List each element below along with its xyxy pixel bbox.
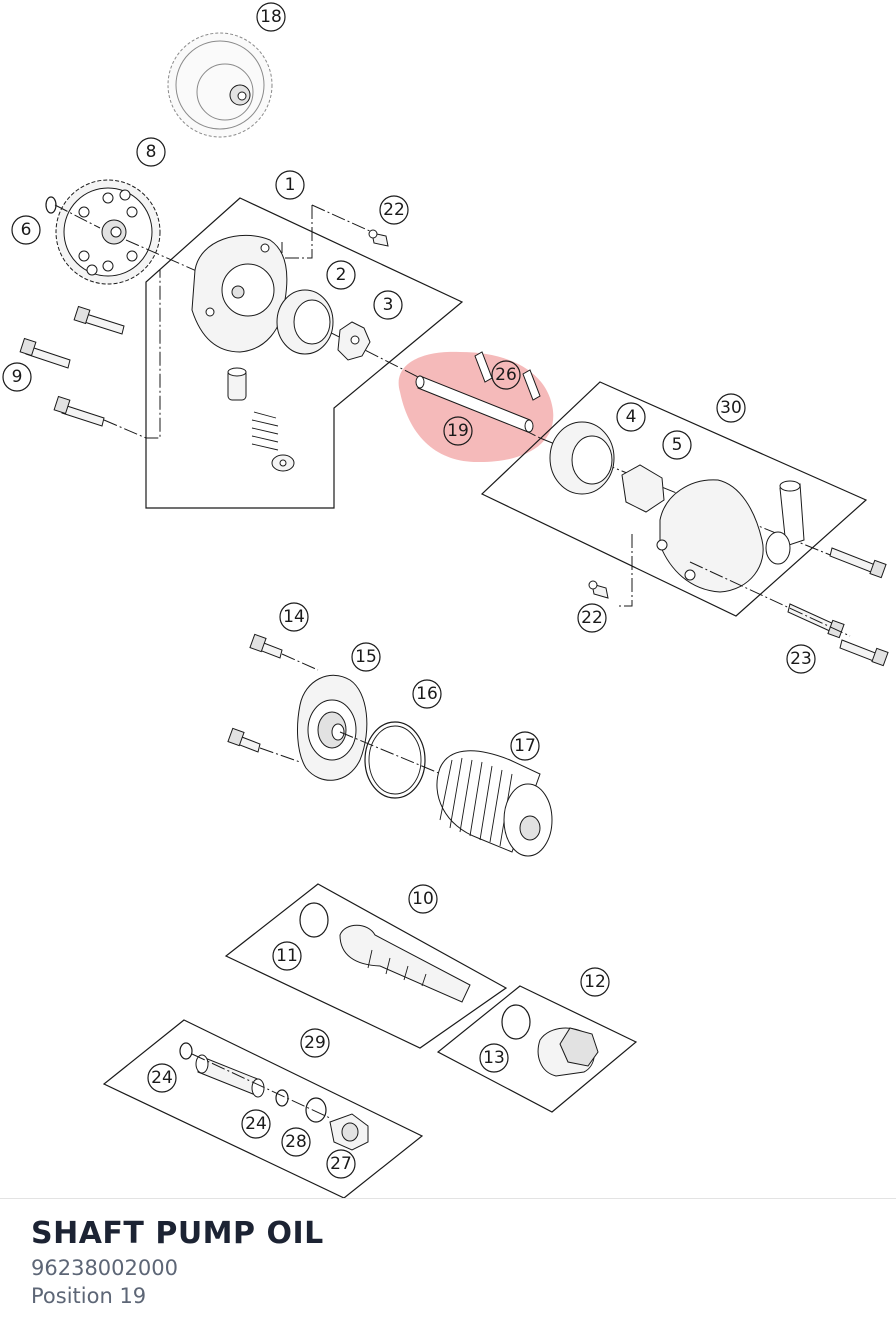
callout-14[interactable]: 14: [279, 602, 309, 632]
part-name: SHAFT PUMP OIL: [31, 1216, 324, 1251]
svg-text:9: 9: [12, 367, 23, 387]
svg-text:29: 29: [304, 1033, 326, 1053]
svg-text:24: 24: [151, 1068, 173, 1088]
svg-text:2: 2: [336, 265, 347, 285]
callout-27[interactable]: 27: [326, 1149, 356, 1179]
callout-12[interactable]: 12: [580, 967, 610, 997]
svg-text:3: 3: [383, 295, 394, 315]
callout-15[interactable]: 15: [351, 642, 381, 672]
svg-text:26: 26: [495, 365, 517, 385]
svg-text:19: 19: [447, 421, 469, 441]
callout-5[interactable]: 5: [662, 430, 692, 460]
gear-18: [167, 32, 273, 138]
svg-text:23: 23: [790, 649, 812, 669]
part-info: SHAFT PUMP OIL 96238002000 Position 19: [31, 1214, 324, 1310]
callout-26[interactable]: 26: [491, 360, 521, 390]
callout-24-right[interactable]: 24: [241, 1109, 271, 1139]
footer-divider: [0, 1198, 896, 1199]
callout-10[interactable]: 10: [408, 884, 438, 914]
svg-text:4: 4: [626, 407, 637, 427]
svg-text:22: 22: [581, 608, 603, 628]
part-number: 96238002000: [31, 1256, 178, 1280]
svg-text:14: 14: [283, 607, 305, 627]
part-position: Position 19: [31, 1284, 147, 1308]
callout-16[interactable]: 16: [412, 679, 442, 709]
svg-text:5: 5: [672, 435, 683, 455]
svg-text:8: 8: [146, 142, 157, 162]
callout-28[interactable]: 28: [281, 1127, 311, 1157]
callout-8[interactable]: 8: [136, 137, 166, 167]
svg-text:15: 15: [355, 647, 377, 667]
svg-text:27: 27: [330, 1154, 352, 1174]
callout-11[interactable]: 11: [272, 941, 302, 971]
svg-text:12: 12: [584, 972, 606, 992]
callout-30[interactable]: 30: [716, 393, 746, 423]
callout-29[interactable]: 29: [300, 1028, 330, 1058]
svg-text:24: 24: [245, 1114, 267, 1134]
svg-text:10: 10: [412, 889, 434, 909]
svg-text:18: 18: [260, 7, 282, 27]
callout-22-top[interactable]: 22: [379, 195, 409, 225]
svg-text:28: 28: [285, 1132, 307, 1152]
callout-22-bottom[interactable]: 22: [577, 603, 607, 633]
callout-17[interactable]: 17: [510, 731, 540, 761]
callout-13[interactable]: 13: [479, 1043, 509, 1073]
callout-24-left[interactable]: 24: [147, 1063, 177, 1093]
callout-2[interactable]: 2: [326, 260, 356, 290]
callout-3[interactable]: 3: [373, 290, 403, 320]
svg-text:16: 16: [416, 684, 438, 704]
callout-6[interactable]: 6: [11, 215, 41, 245]
svg-text:1: 1: [285, 175, 296, 195]
svg-text:13: 13: [483, 1048, 505, 1068]
gear-8: [55, 179, 161, 285]
svg-text:6: 6: [21, 220, 32, 240]
bolts-9: [19, 305, 125, 427]
callout-23[interactable]: 23: [786, 644, 816, 674]
callout-9[interactable]: 9: [2, 362, 32, 392]
svg-text:11: 11: [276, 946, 298, 966]
callout-1[interactable]: 1: [275, 170, 305, 200]
exploded-parts-diagram: 18 8 6 1 22 2 3 9 26 19 4 30 5 22 23 14 …: [2, 2, 889, 1198]
callout-18[interactable]: 18: [256, 2, 286, 32]
callout-19[interactable]: 19: [443, 416, 473, 446]
callout-4[interactable]: 4: [616, 402, 646, 432]
svg-text:30: 30: [720, 398, 742, 418]
svg-text:17: 17: [514, 736, 536, 756]
svg-text:22: 22: [383, 200, 405, 220]
